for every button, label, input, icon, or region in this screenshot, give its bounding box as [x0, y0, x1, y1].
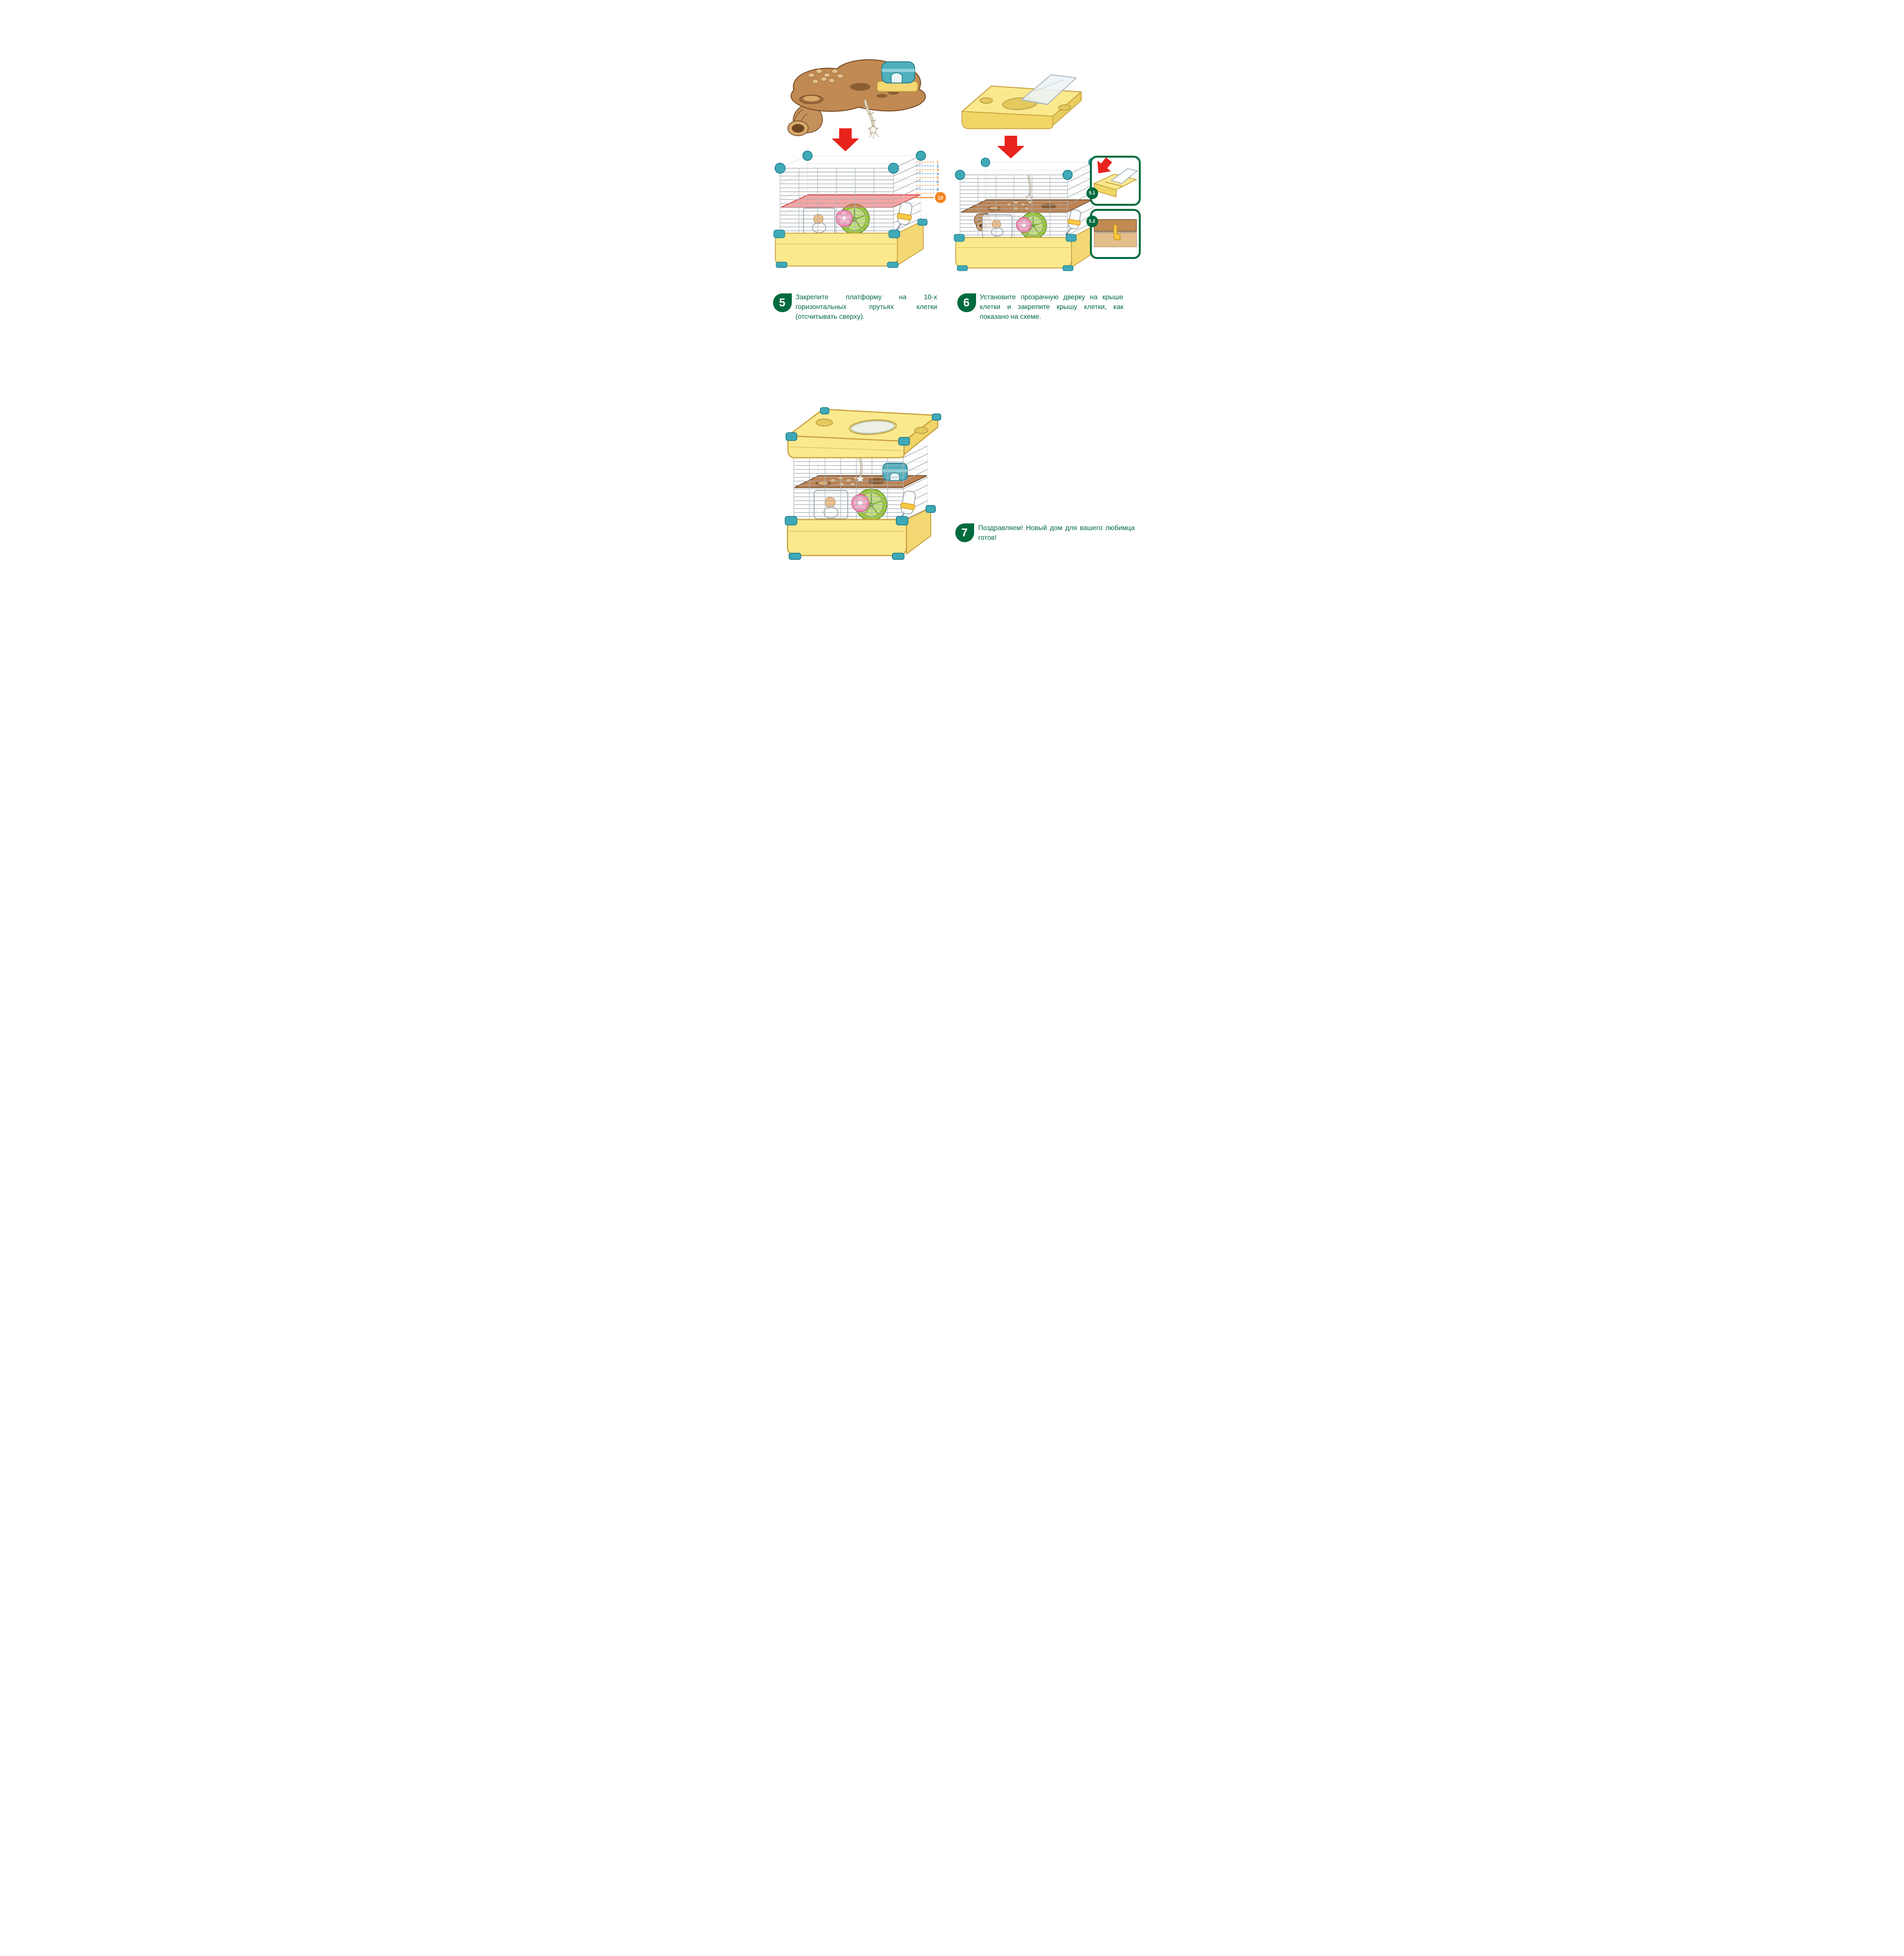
cage-base: [953, 223, 1095, 271]
vertical-wires: [779, 168, 894, 235]
step-5-text: Закрепите платформу на 10-х горизонтальн…: [795, 293, 937, 320]
step-6-badge: 6: [957, 293, 976, 312]
step-6-number: 6: [963, 296, 970, 309]
transparent-door: [1110, 168, 1138, 184]
step-5-badge: 5: [773, 293, 792, 312]
latch-clip: [1113, 225, 1120, 240]
step-7-number: 7: [961, 526, 968, 539]
bar-10-number: 10: [938, 195, 943, 201]
figure-step5: 1 2 3 4 5 6 7 8 9 10: [764, 51, 948, 278]
bar-number: 5: [937, 176, 939, 180]
water-bottle-icon: [894, 202, 912, 233]
wire-cage: [773, 151, 928, 268]
figure-step5-illustration: 1 2 3 4 5 6 7 8 9 10: [773, 59, 946, 268]
water-bottle-icon: [897, 491, 916, 522]
water-bottle-icon: [1065, 209, 1081, 235]
cage-lid: [785, 407, 941, 458]
flower-wheel: [835, 210, 853, 227]
bar-10-badge: 10: [914, 192, 946, 203]
step-7-text: Поздравляем! Новый дом для вашего любимц…: [978, 524, 1135, 541]
hamster-house-icon: [876, 61, 918, 92]
inset-5-1-illustration: [1093, 158, 1138, 198]
figure-step6-illustration: [953, 74, 1095, 271]
hamster-house-icon: [882, 462, 908, 481]
down-arrow-icon: [997, 136, 1025, 158]
transparent-door: [1021, 74, 1077, 105]
vertical-wires: [959, 175, 1068, 239]
step-6-text: Установите прозрачную дверку на крыше кл…: [980, 293, 1124, 320]
down-arrow-icon: [831, 128, 859, 151]
cage-base: [784, 505, 936, 560]
hamster: [824, 497, 836, 508]
flower-wheel: [1016, 217, 1032, 233]
vertical-wires: [793, 458, 904, 520]
inset-5-2-illustration: [1093, 219, 1137, 247]
platform-assembly: [787, 59, 926, 139]
bar-number: 7: [937, 183, 939, 188]
cage-base: [773, 219, 928, 268]
step-7-badge: 7: [955, 523, 974, 542]
detail-inset-5-1: 5.1: [1086, 156, 1141, 206]
cage-lid: [961, 74, 1082, 129]
wire-cage: [953, 158, 1095, 271]
rope-toy: [863, 99, 879, 139]
down-arrow-icon: [1097, 158, 1112, 174]
corner-balls: [955, 158, 1095, 180]
bar-number: 6: [937, 180, 939, 184]
tunnel-tube-icon: [787, 104, 823, 136]
step-5-number: 5: [779, 296, 786, 309]
corner-balls: [774, 151, 926, 174]
figure-step7-illustration: [784, 407, 941, 560]
figure-step7: [770, 398, 950, 575]
bar-number: 2: [937, 164, 939, 169]
bar-number: 4: [937, 172, 939, 176]
bar-number: 8: [937, 187, 939, 192]
detail-inset-5-2: 5.2: [1086, 209, 1141, 259]
inset-5-1-label: 5.1: [1086, 187, 1098, 199]
instruction-page: 1 2 3 4 5 6 7 8 9 10: [737, 0, 1167, 604]
clear-house: [982, 214, 1012, 238]
clear-house: [803, 208, 835, 234]
bar-number-ladder: 1 2 3 4 5 6 7 8 9: [916, 160, 939, 196]
figure-step6: [950, 72, 1095, 274]
rope-toy: [1025, 174, 1033, 201]
bar-number: 1: [937, 160, 939, 165]
inset-5-2-label: 5.2: [1086, 216, 1098, 227]
bar-number: 3: [937, 168, 939, 173]
transparent-door: [849, 419, 897, 435]
